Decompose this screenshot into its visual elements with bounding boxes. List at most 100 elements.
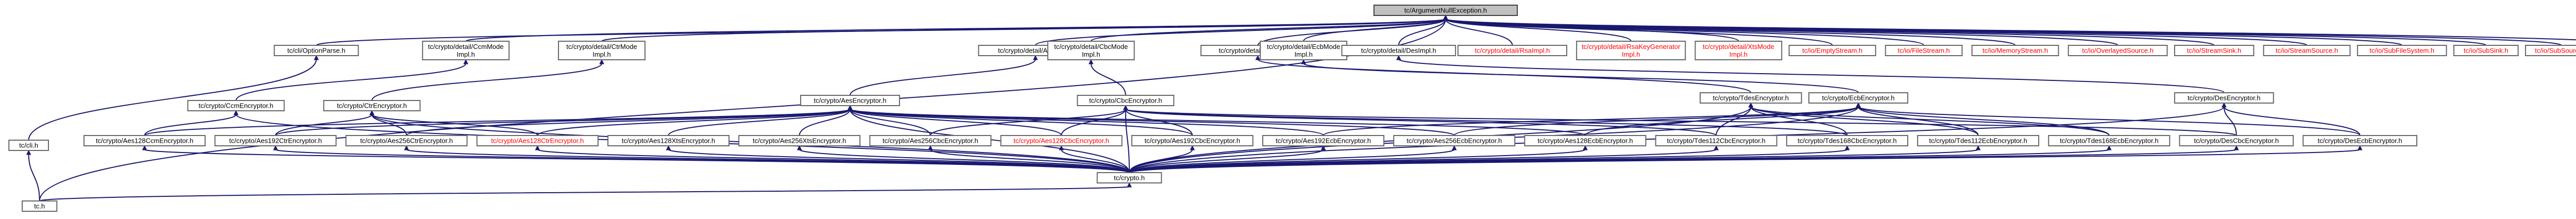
node-tc[interactable]: tc.h [22, 200, 58, 212]
node-label-xtsmode: Impl.h [1730, 50, 1748, 58]
node-cli[interactable]: tc/cli.h [8, 140, 49, 151]
node-aes256xts[interactable]: tc/crypto/Aes256XtsEncryptor.h [738, 135, 861, 146]
arrowhead-crypto-to-aes128ccm [142, 145, 147, 150]
node-subsink[interactable]: tc/io/SubSink.h [2453, 45, 2519, 56]
node-label-aes128xts: tc/crypto/Aes128XtsEncryptor.h [622, 137, 715, 145]
node-rsaimpl[interactable]: tc/crypto/detail/RsaImpl.h [1457, 45, 1567, 56]
node-tdes168cbc[interactable]: tc/crypto/Tdes168CbcEncryptor.h [1786, 135, 1908, 146]
node-box-memorystream [1971, 45, 2059, 56]
node-label-cbcmode: tc/crypto/detail/CbcMode [1054, 43, 1128, 50]
node-label-ecbmode: Impl.h [1294, 50, 1312, 58]
node-box-desencryptor [2174, 92, 2274, 104]
arrowhead-crypto-to-descbc [2234, 145, 2239, 150]
edge-desimpl-to-root [1398, 19, 1446, 46]
node-aes192ctr[interactable]: tc/crypto/Aes192CtrEncryptor.h [214, 135, 337, 146]
node-aes192ecb[interactable]: tc/crypto/Aes192EcbEncryptor.h [1262, 135, 1385, 146]
node-aes192cbc[interactable]: tc/crypto/Aes192CbcEncryptor.h [1131, 135, 1253, 146]
arrowhead-crypto-to-aes192ecb [1320, 145, 1326, 150]
node-label-ecbmode: tc/crypto/detail/EcbMode [1267, 43, 1340, 50]
node-aes256cbc[interactable]: tc/crypto/Aes256CbcEncryptor.h [869, 135, 992, 146]
node-filestream[interactable]: tc/io/FileStream.h [1885, 45, 1963, 56]
node-aesencryptor[interactable]: tc/crypto/AesEncryptor.h [800, 95, 900, 106]
arrowhead-cbcencryptor-to-cbcmode [1088, 59, 1094, 64]
node-ctrencryptor[interactable]: tc/crypto/CtrEncryptor.h [323, 100, 421, 111]
node-aes128ccm[interactable]: tc/crypto/Aes128CcmEncryptor.h [83, 135, 206, 146]
node-desecb[interactable]: tc/crypto/DesEcbEncryptor.h [2302, 135, 2417, 146]
node-ecbencryptor[interactable]: tc/crypto/EcbEncryptor.h [1808, 92, 1908, 104]
node-aes256ecb[interactable]: tc/crypto/Aes256EcbEncryptor.h [1393, 135, 1516, 146]
node-tdes168ecb[interactable]: tc/crypto/Tdes168EcbEncryptor.h [2048, 135, 2171, 146]
node-emptystream[interactable]: tc/io/EmptyStream.h [1788, 45, 1876, 56]
arrowhead-crypto-to-aes256xts [796, 145, 802, 150]
node-memorystream[interactable]: tc/io/MemoryStream.h [1971, 45, 2059, 56]
node-box-aes192ctr [214, 135, 337, 146]
node-label-streamsource: tc/io/StreamSource.h [2276, 47, 2338, 55]
node-box-root [1373, 5, 1518, 16]
node-label-ecbencryptor: tc/crypto/EcbEncryptor.h [1822, 94, 1895, 102]
node-crypto[interactable]: tc/crypto.h [1096, 172, 1162, 183]
arrowhead-crypto-to-tdes168ecb [2107, 145, 2112, 150]
node-label-aes256xts: tc/crypto/Aes256XtsEncryptor.h [753, 137, 846, 145]
node-label-tdesencryptor: tc/crypto/TdesEncryptor.h [1713, 94, 1789, 102]
node-label-ctrencryptor: tc/crypto/CtrEncryptor.h [337, 102, 407, 110]
node-aes128ecb[interactable]: tc/crypto/Aes128EcbEncryptor.h [1524, 135, 1647, 146]
node-cbcencryptor[interactable]: tc/crypto/CbcEncryptor.h [1077, 95, 1175, 106]
edge-tdes168cbc-to-cbcencryptor [1125, 109, 1848, 136]
node-desencryptor[interactable]: tc/crypto/DesEncryptor.h [2174, 92, 2274, 104]
node-streamsource[interactable]: tc/io/StreamSource.h [2263, 45, 2351, 56]
node-overlayedsource[interactable]: tc/io/OverlayedSource.h [2067, 45, 2168, 56]
edge-desencryptor-to-desimpl [1398, 59, 2225, 93]
node-box-subfilesystem [2357, 45, 2447, 56]
node-subfilesystem[interactable]: tc/io/SubFileSystem.h [2357, 45, 2447, 56]
arrowhead-crypto-to-tdes112cbc [1714, 145, 1719, 150]
node-label-root: tc/ArgumentNullException.h [1404, 7, 1487, 14]
node-optionparse[interactable]: tc/cli/OptionParse.h [274, 45, 359, 56]
node-box-tdes112ecb [1917, 135, 2040, 146]
node-aes128ctr[interactable]: tc/crypto/Aes128CtrEncryptor.h [476, 135, 599, 146]
node-aes128cbc[interactable]: tc/crypto/Aes128CbcEncryptor.h [1000, 135, 1123, 146]
node-label-desimpl: tc/crypto/detail/DesImpl.h [1361, 47, 1436, 55]
node-descbc[interactable]: tc/crypto/DesCbcEncryptor.h [2179, 135, 2294, 146]
node-box-ccmencryptor [187, 100, 285, 111]
edge-aes128ccm-to-ccmencryptor [144, 114, 237, 136]
node-label-aes256cbc: tc/crypto/Aes256CbcEncryptor.h [883, 137, 978, 145]
node-root: tc/ArgumentNullException.h [1373, 5, 1518, 16]
node-label-tc: tc.h [34, 203, 45, 210]
node-label-subsource: tc/io/SubSource.h [2535, 47, 2576, 55]
node-subsource[interactable]: tc/io/SubSource.h [2525, 45, 2576, 56]
edge-cli-to-optionparse [28, 59, 317, 141]
node-tdes112cbc[interactable]: tc/crypto/Tdes112CbcEncryptor.h [1655, 135, 1777, 146]
node-box-aes256cbc [869, 135, 992, 146]
node-desimpl[interactable]: tc/crypto/detail/DesImpl.h [1341, 45, 1456, 56]
edge-cbcencryptor-to-cbcmode [1090, 63, 1126, 96]
edge-aes128xts-to-aesencryptor [668, 109, 851, 136]
node-label-memorystream: tc/io/MemoryStream.h [1982, 47, 2048, 55]
node-aes256ctr[interactable]: tc/crypto/Aes256CtrEncryptor.h [345, 135, 468, 146]
node-label-aes128ecb: tc/crypto/Aes128EcbEncryptor.h [1537, 137, 1633, 145]
node-streamsink[interactable]: tc/io/StreamSink.h [2174, 45, 2255, 56]
node-ccmencryptor[interactable]: tc/crypto/CcmEncryptor.h [187, 100, 285, 111]
node-box-aes128ccm [83, 135, 206, 146]
node-label-filestream: tc/io/FileStream.h [1897, 47, 1950, 55]
arrowhead-tdesencryptor-to-tdesimpl [1255, 55, 1261, 60]
node-label-rsakeygen: Impl.h [1622, 50, 1640, 58]
node-box-descbc [2179, 135, 2294, 146]
edge-crypto-to-desecb [1129, 149, 2361, 173]
node-box-tdes112cbc [1655, 135, 1777, 146]
arrowhead-crypto-to-aes256ecb [1451, 145, 1457, 150]
arrowhead-crypto-to-aes128ctr [535, 145, 540, 150]
arrowhead-crypto-to-aes128ecb [1583, 145, 1588, 150]
edge-substream-to-root [1445, 19, 2576, 41]
node-tdesencryptor[interactable]: tc/crypto/TdesEncryptor.h [1699, 92, 1802, 104]
node-label-descbc: tc/crypto/DesCbcEncryptor.h [2194, 137, 2279, 145]
node-tdes112ecb[interactable]: tc/crypto/Tdes112EcbEncryptor.h [1917, 135, 2040, 146]
edge-rsaimpl-to-root [1445, 19, 1513, 46]
node-aes128xts[interactable]: tc/crypto/Aes128XtsEncryptor.h [607, 135, 730, 146]
